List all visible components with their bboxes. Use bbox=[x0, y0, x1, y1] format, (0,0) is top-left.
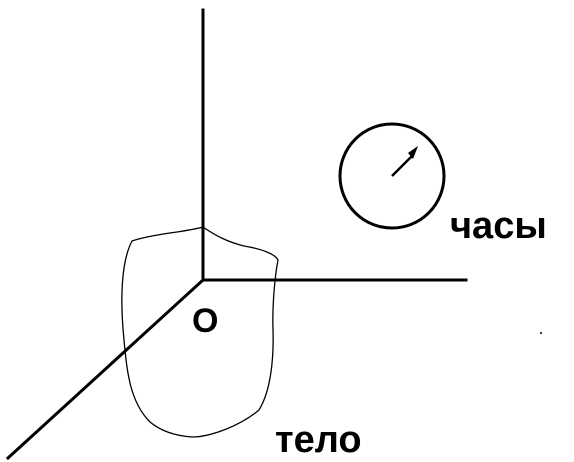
axes bbox=[5, 8, 468, 461]
clock-hand-arrowhead bbox=[408, 146, 418, 159]
body-label: тело bbox=[275, 419, 362, 461]
body-outline bbox=[121, 226, 279, 438]
origin-label: O bbox=[192, 302, 218, 340]
clock-label: часы bbox=[450, 205, 547, 247]
clock-hand bbox=[391, 154, 414, 177]
clock bbox=[338, 122, 446, 230]
clock-face bbox=[338, 122, 446, 230]
depth-axis bbox=[5, 277, 206, 461]
stray-dot bbox=[540, 332, 542, 334]
